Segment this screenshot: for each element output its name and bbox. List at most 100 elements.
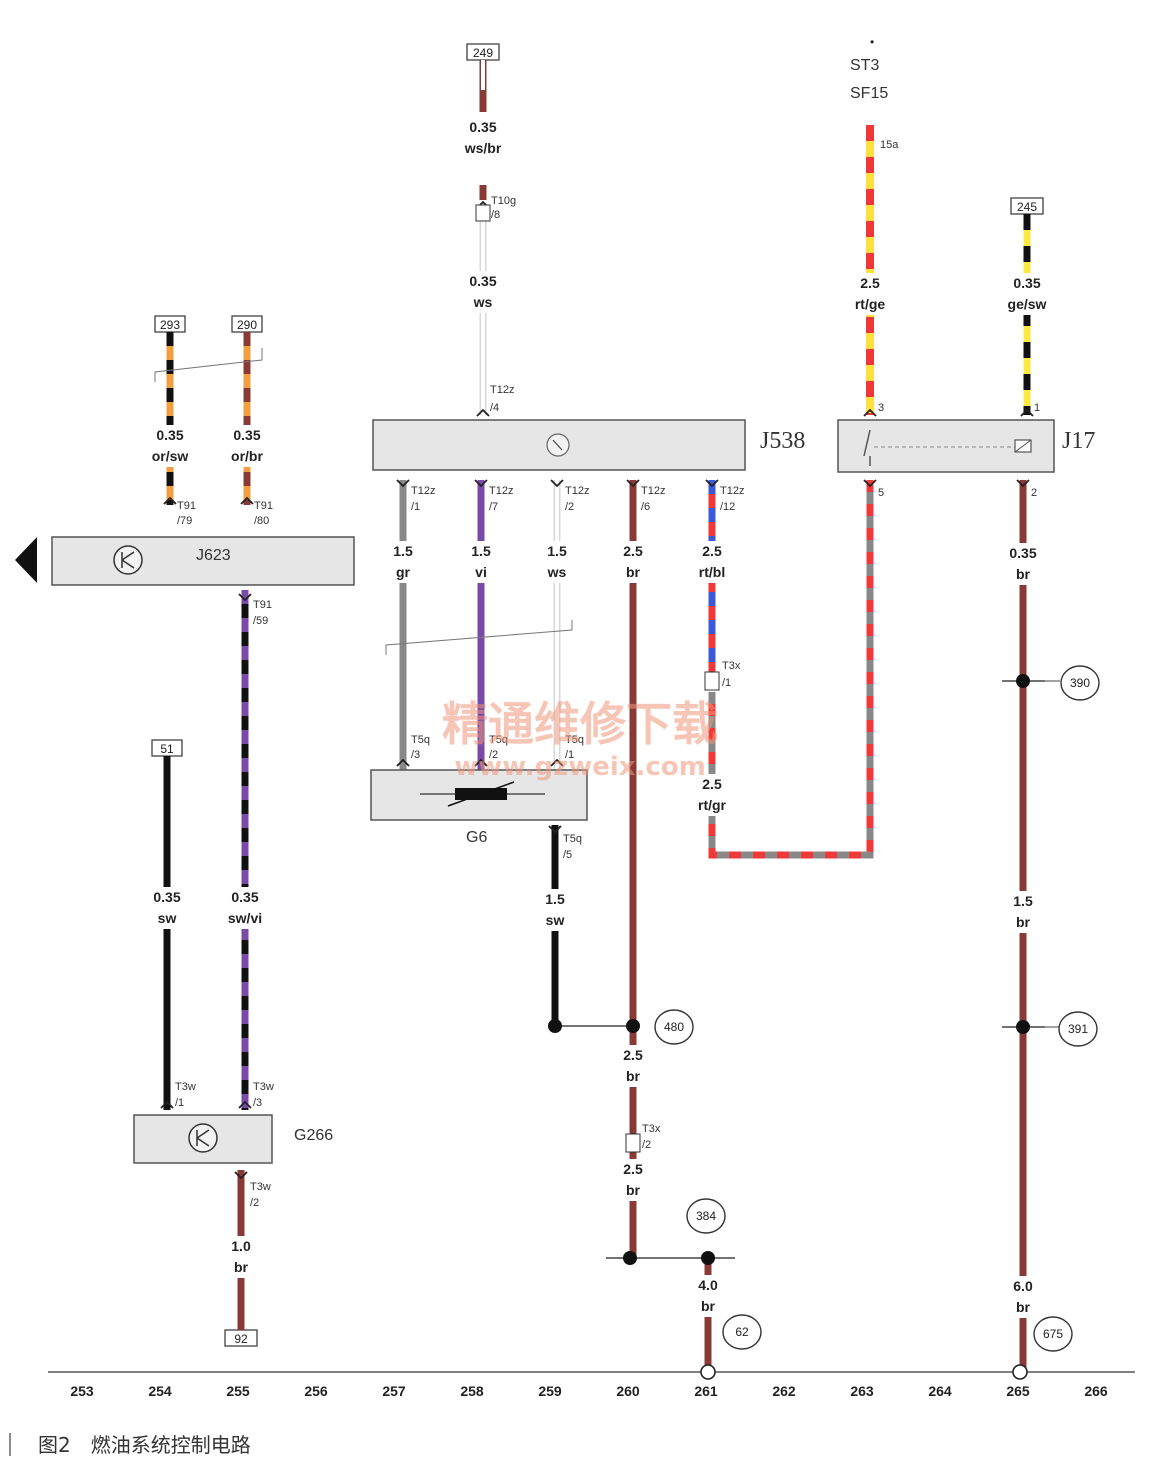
pin-label: /2 [565,501,574,513]
wire-labels: 0.35 ws/br 0.35 ws 0.35 or/sw 0.35 or/br… [141,117,1055,1318]
pin-label: /1 [565,749,574,761]
wire-size: 0.35 [156,427,183,443]
component-j17: J17 [837,419,1095,473]
grid-number: 259 [538,1383,562,1399]
wire-color: br [1016,566,1031,582]
wire-size: 0.35 [231,889,258,905]
wire-size: 1.0 [231,1238,251,1254]
st3-label: ST3 [850,57,879,74]
watermark-url: www.gzweix.com [454,752,706,782]
wire-color: or/br [231,448,263,464]
terminal-label: 51 [160,742,174,756]
pin-label: /2 [489,749,498,761]
ref-384: 384 [686,1198,726,1234]
connector-t3x-body [704,671,720,691]
wire-color: br [626,1068,641,1084]
pin-label: T5q [489,734,508,746]
component-g266: G266 [133,1114,333,1164]
pin-label: T12z [489,485,513,497]
pin-label: T12z [565,485,589,497]
pin-label: T12z [411,485,435,497]
wire-color: br [1016,1299,1031,1315]
pin-label: /2 [250,1197,259,1209]
wire-size: 1.5 [545,891,565,907]
ref-391: 391 [1058,1011,1098,1047]
wire-color: ge/sw [1008,296,1047,312]
pin-label: /6 [641,501,650,513]
wire-size: 2.5 [623,1047,643,1063]
pin-label: T5q [563,833,582,845]
pin-label: T12z [641,485,665,497]
pin-label: T10g [491,195,516,207]
wire-size: 1.5 [393,543,413,559]
pin-label: T91 [253,599,272,611]
component-j623: J623 [15,536,355,586]
ground-point-261 [700,1364,716,1380]
ref-label: 675 [1043,1327,1063,1341]
ref-label: 62 [735,1325,749,1339]
pin-label: /4 [490,402,499,414]
terminal-label: 249 [473,46,493,60]
wire-size: 1.5 [471,543,491,559]
ref-label: 480 [664,1020,684,1034]
wire-color: rt/ge [855,296,886,312]
figure-caption: 图2 燃油系统控制电路 [38,1433,251,1457]
grid-number: 255 [226,1383,250,1399]
wire-size: 1.5 [1013,893,1033,909]
grid-number: 254 [148,1383,172,1399]
wire-color: rt/gr [698,797,727,813]
wire-color: or/sw [152,448,189,464]
j623-label: J623 [196,547,231,564]
wire-size: 4.0 [698,1277,718,1293]
pin-label: /7 [489,501,498,513]
pin-label: /1 [722,677,731,689]
wire-color: sw [546,912,565,928]
component-g6: G6 [370,769,588,846]
wire-size: 6.0 [1013,1278,1033,1294]
terminal-label: 92 [234,1332,248,1346]
ref-label: 391 [1068,1022,1088,1036]
grid-number: 262 [772,1383,796,1399]
grid-number: 263 [850,1383,874,1399]
grid-number: 260 [616,1383,640,1399]
wire-color: vi [475,564,487,580]
wire-size: 0.35 [233,427,260,443]
pin-label: T3x [722,660,741,672]
wire-size: 0.35 [1009,545,1036,561]
pin-label: /3 [253,1097,262,1109]
wire-rt-gr [708,480,874,859]
g6-label: G6 [466,829,487,846]
j17-label: J17 [1062,428,1095,454]
pin-label: /80 [254,515,269,527]
pin-label: /12 [720,501,735,513]
grid-number: 258 [460,1383,484,1399]
pin-label: /2 [642,1139,651,1151]
terminal-293: 293 [154,315,186,333]
pin-label: T3w [175,1081,196,1093]
pin-label: T3w [250,1181,271,1193]
pin-label: T3w [253,1081,274,1093]
pin-label: T91 [254,500,273,512]
terminal-249: 249 [466,43,500,61]
wire-color: sw/vi [228,910,262,926]
wire-color: gr [396,564,411,580]
wire-color: ws/br [464,140,502,156]
wire-size: 1.5 [547,543,567,559]
wire-size: 2.5 [860,275,880,291]
wire-color: sw [158,910,177,926]
pin-label: /5 [563,849,572,861]
pin-label: /3 [411,749,420,761]
pin-label: 2 [1031,487,1037,499]
ref-label: 390 [1070,676,1090,690]
pin-label: /8 [491,209,500,221]
pin-label: /1 [411,501,420,513]
grid-number: 253 [70,1383,94,1399]
wire-size: 0.35 [1013,275,1040,291]
pin-label: 1 [1034,402,1040,414]
pin-label: T5q [565,734,584,746]
pin-label: /79 [177,515,192,527]
wire-color: ws [473,294,493,310]
terminal-51: 51 [151,739,183,757]
connector-t3x2-body [625,1133,641,1153]
